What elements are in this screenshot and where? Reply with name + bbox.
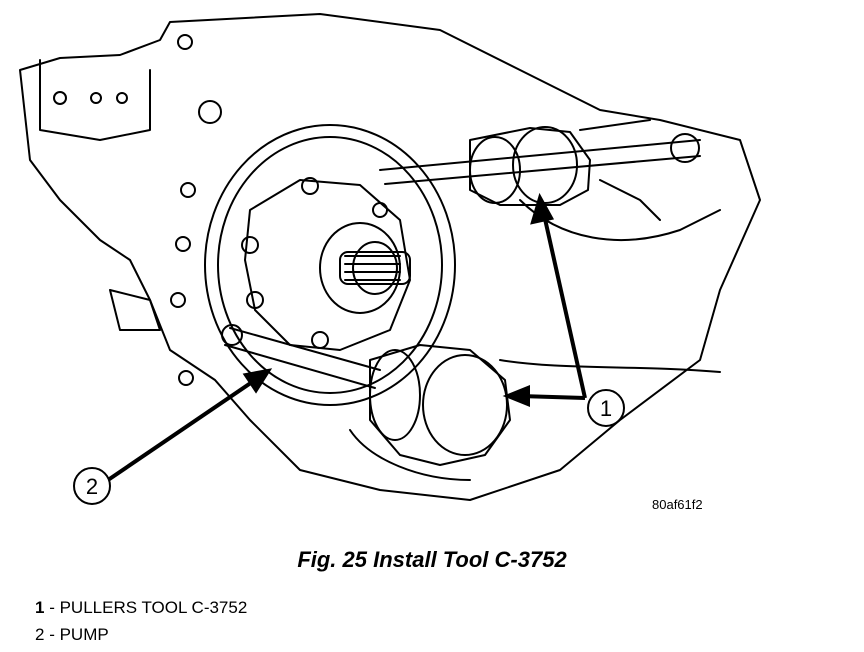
callout-2-number: 2 — [86, 474, 98, 499]
legend-item: 2 - PUMP — [35, 621, 247, 648]
input-shaft — [319, 222, 401, 314]
callout-1-number: 1 — [600, 396, 612, 421]
figure-caption: Fig. 25 Install Tool C-3752 — [297, 547, 567, 572]
image-code: 80af61f2 — [652, 497, 703, 512]
callout-1-circle — [587, 389, 625, 427]
legend-item-number: 1 — [35, 598, 45, 617]
legend-item: 1 - PULLERS TOOL C-3752 — [35, 594, 247, 621]
legend: 1 - PULLERS TOOL C-3752 2 - PUMP — [35, 594, 247, 648]
transmission-case — [19, 13, 761, 501]
legend-item-number: 2 — [35, 625, 45, 644]
legend-item-text: - PULLERS TOOL C-3752 — [44, 598, 248, 617]
legend-item-text: - PUMP — [44, 625, 109, 644]
callout-2-circle — [73, 467, 111, 505]
pump-housing — [204, 124, 456, 406]
pump-installation-illustration: 1 2 — [19, 13, 761, 505]
